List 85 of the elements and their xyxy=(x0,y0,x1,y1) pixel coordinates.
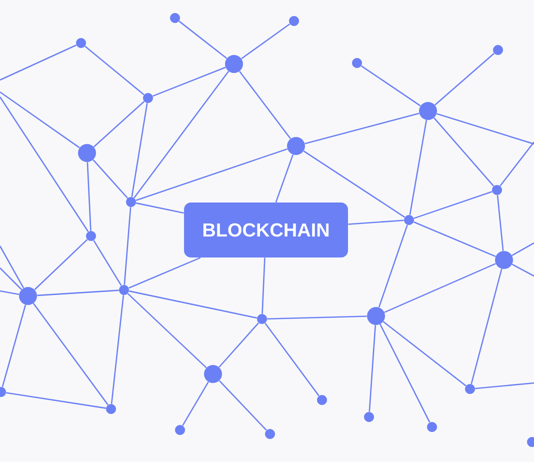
network-dot xyxy=(143,93,153,103)
network-dot xyxy=(225,55,243,73)
connector-line xyxy=(239,70,291,140)
connector-line xyxy=(267,316,367,320)
network-dot xyxy=(265,429,275,439)
connector-line xyxy=(218,322,260,368)
connector-line xyxy=(434,118,494,186)
connector-line xyxy=(384,263,496,313)
connector-line xyxy=(241,24,290,60)
network-dot xyxy=(76,38,86,48)
connector-line xyxy=(32,303,108,406)
connector-line xyxy=(360,65,421,106)
connector-line xyxy=(414,221,496,258)
connector-line xyxy=(6,392,106,409)
connector-line xyxy=(92,159,128,199)
network-dot xyxy=(352,58,362,68)
connector-line xyxy=(409,120,428,215)
connector-line xyxy=(34,239,88,290)
network-dot xyxy=(364,412,374,422)
connector-line xyxy=(380,324,430,423)
network-dot xyxy=(257,314,267,324)
connector-line xyxy=(152,66,226,97)
connector-line xyxy=(2,304,26,388)
network-dot xyxy=(106,404,116,414)
connector-line xyxy=(0,91,80,148)
network-dot xyxy=(493,45,504,55)
connector-line xyxy=(134,70,230,198)
network-dot xyxy=(492,185,502,195)
connector-line xyxy=(368,325,376,412)
connector-line xyxy=(348,220,404,225)
connector-line xyxy=(128,257,201,289)
label-box: BLOCKCHAIN xyxy=(184,202,348,258)
network-dot xyxy=(289,16,299,26)
connector-line xyxy=(93,240,122,286)
connector-line xyxy=(275,154,294,203)
connector-line xyxy=(178,20,228,59)
connector-line xyxy=(264,322,320,396)
connector-line xyxy=(500,142,534,186)
connector-line xyxy=(0,44,77,81)
connector-line xyxy=(0,290,20,296)
network-dot xyxy=(317,395,327,405)
network-dot xyxy=(86,231,96,241)
network-dot xyxy=(204,365,222,383)
connector-line xyxy=(110,295,124,404)
connector-line xyxy=(0,268,22,290)
network-dot xyxy=(78,144,96,162)
connector-line xyxy=(512,242,534,256)
network-dot xyxy=(126,197,136,207)
connector-line xyxy=(86,162,92,231)
connector-line xyxy=(128,290,258,319)
connector-line xyxy=(124,207,132,285)
network-dot xyxy=(175,425,185,435)
connector-line xyxy=(378,224,408,308)
connector-line xyxy=(304,112,420,144)
connector-line xyxy=(382,321,466,386)
network-dot xyxy=(427,422,437,432)
connector-line xyxy=(512,264,534,277)
network-dot xyxy=(495,251,513,269)
connector-line xyxy=(93,101,145,148)
connector-line xyxy=(136,202,184,214)
connector-line xyxy=(303,150,406,218)
network-dot xyxy=(19,287,37,305)
connector-line xyxy=(262,258,266,314)
network-dot xyxy=(419,102,437,120)
network-dot xyxy=(367,307,385,325)
connector-line xyxy=(436,113,534,145)
connector-line xyxy=(84,46,144,96)
connector-line xyxy=(470,268,502,384)
connector-line xyxy=(434,52,495,106)
connector-line xyxy=(0,246,24,288)
connector-line xyxy=(414,191,492,219)
connector-line xyxy=(182,382,209,426)
connector-line xyxy=(127,293,207,368)
connector-line xyxy=(475,382,534,390)
network-dot xyxy=(465,384,475,394)
connector-line xyxy=(496,195,504,251)
network-dot xyxy=(119,285,129,295)
connector-line xyxy=(136,148,288,201)
connector-line xyxy=(37,290,119,296)
network-dot xyxy=(170,13,180,23)
connector-line xyxy=(131,103,148,197)
network-dot xyxy=(287,137,305,155)
network-dot xyxy=(404,215,414,225)
connector-line xyxy=(218,380,267,431)
connector-line xyxy=(0,96,89,232)
